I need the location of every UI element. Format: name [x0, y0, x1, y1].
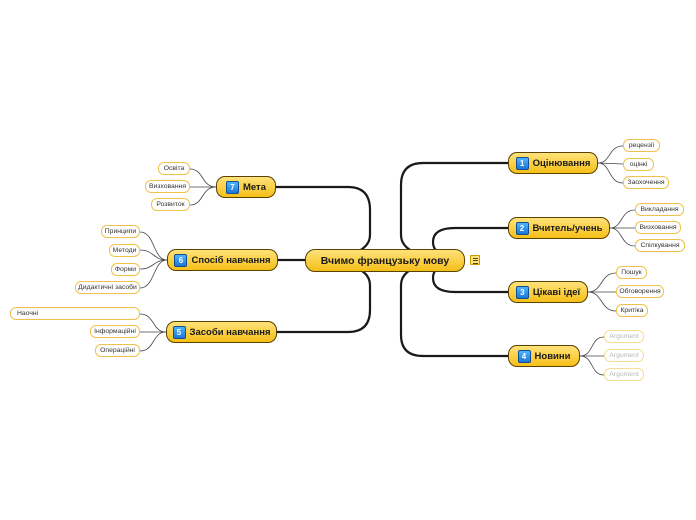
topic-meta[interactable]: 7 Мета: [216, 176, 276, 198]
leaf-osvita[interactable]: Освіта: [158, 162, 190, 175]
leaf-argument[interactable]: Argument: [604, 368, 644, 381]
topic-sposib-navchannya[interactable]: 6 Спосіб навчання: [167, 249, 278, 271]
leaf-zaokhochennya[interactable]: Заохочення: [623, 176, 669, 189]
number-badge-icon: 4: [517, 349, 531, 363]
note-icon[interactable]: [470, 255, 480, 265]
topic-vchytel-uchen[interactable]: 2 Вчитель/учень: [508, 217, 610, 239]
topic-tsikavi-ideyi[interactable]: 3 Цікаві ідеї: [508, 281, 588, 303]
central-topic-label: Вчимо французьку мову: [320, 254, 450, 267]
number-badge-icon: 3: [515, 285, 529, 299]
number-badge-icon: 6: [174, 253, 188, 267]
leaf-retsenziyi[interactable]: рецензії: [623, 139, 660, 152]
leaf-spilkuvannya[interactable]: Спілкування: [635, 239, 685, 252]
topic-label: Спосіб навчання: [191, 254, 271, 266]
topic-label: Засоби навчання: [189, 326, 271, 338]
leaf-poshuk[interactable]: Пошук: [616, 266, 647, 279]
topic-label: Мета: [242, 181, 266, 193]
central-topic[interactable]: Вчимо французьку мову: [305, 249, 465, 272]
leaf-formy[interactable]: Форми: [111, 263, 140, 276]
topic-label: Вчитель/учень: [532, 222, 603, 234]
leaf-obhovorennya[interactable]: Обговорення: [616, 285, 664, 298]
leaf-argument[interactable]: Argument: [604, 349, 644, 362]
topic-zasoby-navchannya[interactable]: 5 Засоби навчання: [166, 321, 277, 343]
leaf-rozvytok[interactable]: Розвиток: [151, 198, 190, 211]
leaf-metody[interactable]: Методи: [109, 244, 140, 257]
leaf-pryntsypy[interactable]: Принципи: [101, 225, 140, 238]
topic-label: Новини: [534, 350, 571, 362]
leaf-naochni[interactable]: Наочні: [10, 307, 140, 320]
number-badge-icon: 5: [172, 325, 186, 339]
topic-ocinyuvannya[interactable]: 1 Оцінювання: [508, 152, 598, 174]
leaf-vykladannya[interactable]: Викладання: [635, 203, 684, 216]
leaf-vyzkhovannya[interactable]: Визховання: [145, 180, 190, 193]
leaf-vyzkhovannya[interactable]: Визховання: [635, 221, 681, 234]
leaf-otsinki[interactable]: оцінкі: [623, 158, 654, 171]
leaf-operatsiyni[interactable]: Операційні: [95, 344, 140, 357]
topic-label: Оцінювання: [532, 157, 591, 169]
number-badge-icon: 2: [515, 221, 529, 235]
number-badge-icon: 7: [225, 180, 239, 194]
topic-novyny[interactable]: 4 Новини: [508, 345, 580, 367]
leaf-dydaktychni-zasoby[interactable]: Дидактичні засоби: [75, 281, 140, 294]
leaf-argument[interactable]: Argument: [604, 330, 644, 343]
leaf-informatsiyni[interactable]: Інформаційні: [90, 325, 140, 338]
number-badge-icon: 1: [515, 156, 529, 170]
topic-label: Цікаві ідеї: [532, 286, 581, 298]
leaf-krytika[interactable]: Критіка: [616, 304, 648, 317]
